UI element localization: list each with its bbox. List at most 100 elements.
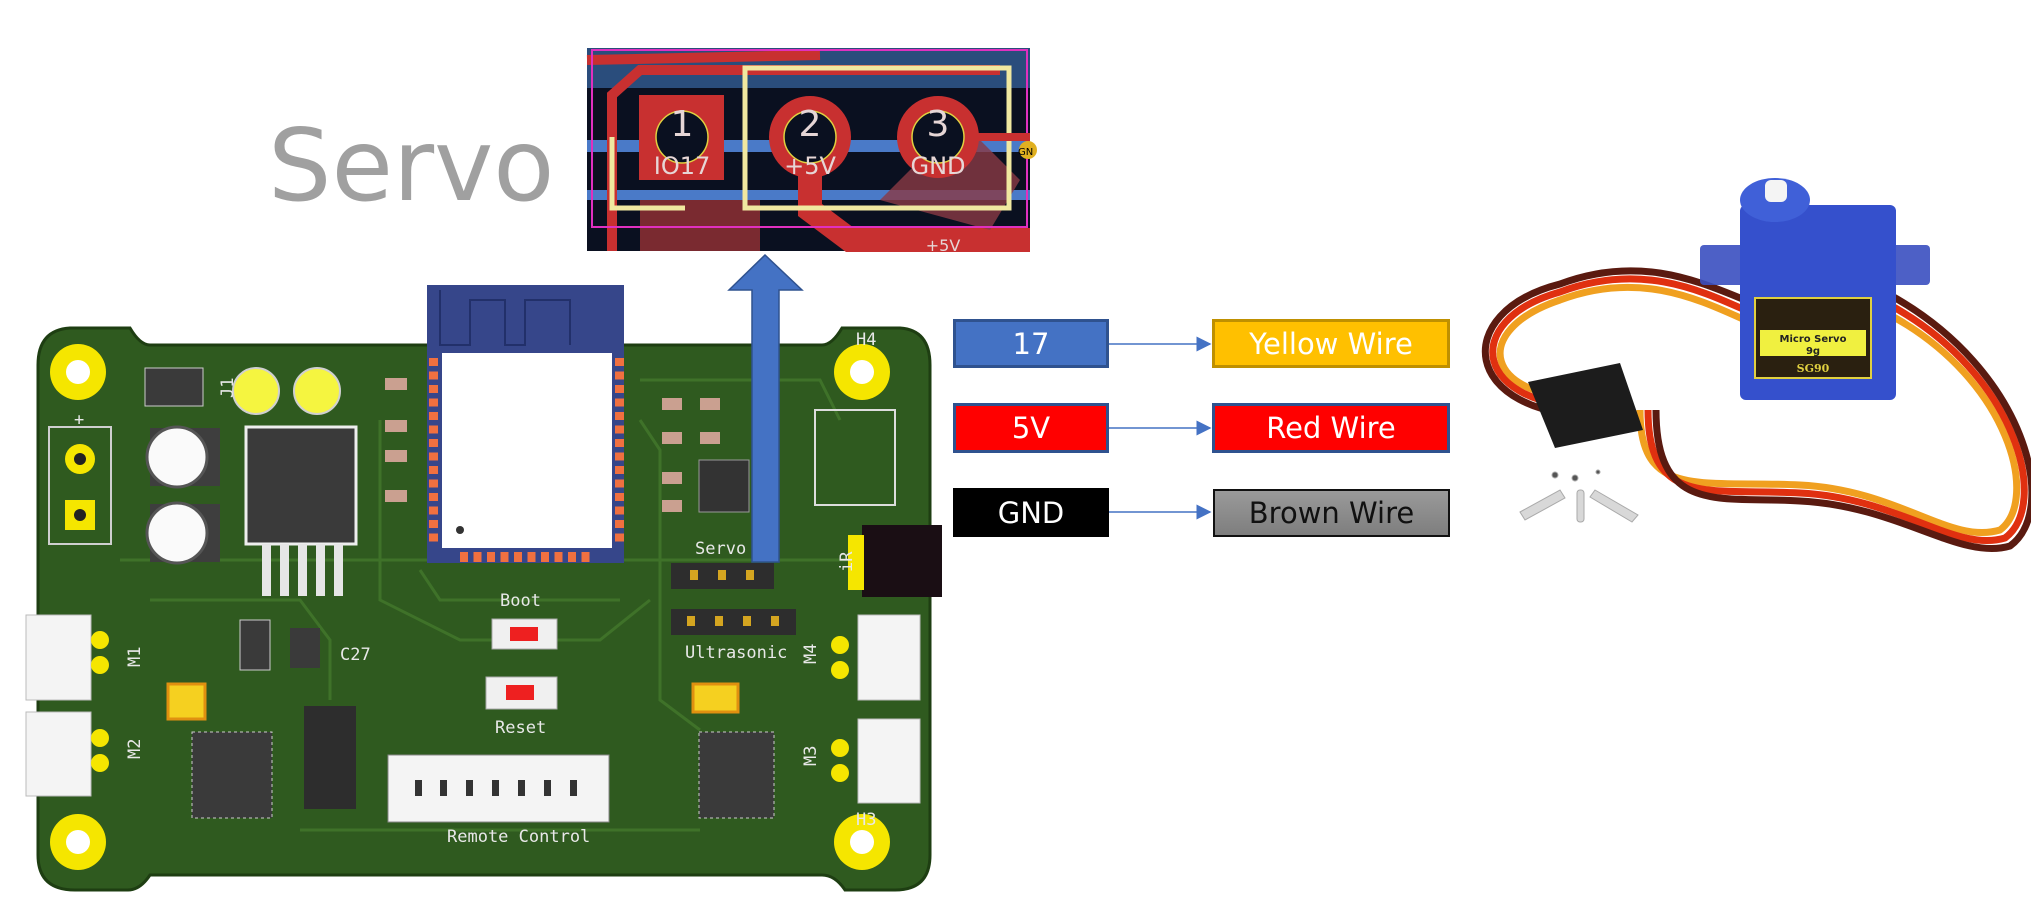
esp32-pin <box>429 425 438 434</box>
label-m3: M3 <box>801 746 821 766</box>
mounting-hole-drill <box>66 830 90 854</box>
pad-2-hole <box>783 110 837 164</box>
esp32-pin <box>500 552 509 562</box>
esp32-pin <box>473 552 482 562</box>
ultrasonic-header-pins <box>687 616 779 626</box>
pin-box-5v-label: 5V <box>1011 411 1051 445</box>
qfn-chip <box>698 459 750 513</box>
esp32-pin <box>541 552 549 562</box>
servo-wire-yellow <box>1496 283 1747 404</box>
pad-drill <box>74 509 86 521</box>
motor-connector-m4 <box>857 614 921 701</box>
esp32-shield-can <box>442 353 612 548</box>
electrolytic-capacitor <box>145 425 209 489</box>
label-servo: Servo <box>695 539 746 559</box>
pin-2-signal: +5V <box>784 152 836 180</box>
esp32-pin <box>568 552 576 562</box>
esp32-pin <box>429 533 438 542</box>
esp32-pin <box>429 452 438 461</box>
wire-box-red-label: Red Wire <box>1266 411 1396 445</box>
usb-connector <box>814 409 896 506</box>
esp32-pin <box>429 439 438 447</box>
pin-2-number: 2 <box>799 104 822 145</box>
tantalum-capacitor <box>166 682 207 721</box>
servo-label-yellow <box>1760 330 1866 356</box>
motor-connector-m1 <box>25 614 92 701</box>
power-terminal-outline <box>48 426 112 545</box>
esp32-pin <box>615 358 624 366</box>
smd-resistors <box>385 378 720 512</box>
voltage-regulator <box>244 425 358 546</box>
esp32-pin <box>615 452 624 461</box>
esp32-pin <box>615 385 624 393</box>
pin-box-17: 17 <box>953 319 1109 368</box>
esp32-pin <box>615 479 624 488</box>
pin-header-2x4 <box>304 706 356 809</box>
servo-header-pins <box>690 570 754 580</box>
label-remote-control: Remote Control <box>447 827 590 847</box>
label-plus: + <box>74 410 84 430</box>
mounting-holes <box>50 344 890 870</box>
esp32-pin <box>429 506 438 515</box>
esp32-pin <box>615 425 624 434</box>
inset-red-trace <box>798 175 1030 252</box>
motor-connector-pads <box>91 631 849 782</box>
esp32-pin <box>615 439 624 447</box>
esp32-pin <box>527 552 536 562</box>
esp32-pin <box>615 493 624 501</box>
zoom-arrow-up <box>727 253 804 563</box>
label-m4: M4 <box>801 644 821 664</box>
servo-output-shaft <box>1765 180 1787 202</box>
motor-driver-ic-left <box>191 731 273 819</box>
j1-pad <box>293 367 341 415</box>
mounting-hole-drill <box>850 360 874 384</box>
wire-box-yellow-label: Yellow Wire <box>1249 326 1413 361</box>
esp32-pin <box>460 552 468 562</box>
diode <box>144 367 204 407</box>
label-m2: M2 <box>125 739 145 759</box>
boot-button-cap[interactable] <box>510 627 538 641</box>
mounting-hole-drill <box>850 830 874 854</box>
pin-box-17-label: 17 <box>1012 326 1050 361</box>
servo-model-label: SG90 <box>1797 362 1830 375</box>
wire-box-brown: Brown Wire <box>1213 489 1450 537</box>
servo-wire-red-loop <box>1644 301 2028 545</box>
pin-box-gnd: GND <box>953 488 1109 537</box>
label-h3: H3 <box>856 810 876 830</box>
pad-3-hole <box>911 110 965 164</box>
esp32-pin <box>514 552 522 562</box>
label-j1: J1 <box>218 378 238 398</box>
label-h4: H4 <box>856 330 876 350</box>
esp32-pin <box>615 533 624 542</box>
esp32-pin <box>429 412 438 420</box>
label-c27: C27 <box>340 645 371 665</box>
esp32-pin <box>429 479 438 488</box>
esp32-pin <box>429 493 438 501</box>
wire-box-brown-label: Brown Wire <box>1248 496 1415 530</box>
label-boot: Boot <box>500 591 541 611</box>
inset-silkscreen-pin1-mark <box>609 137 685 211</box>
esp32-pin <box>429 520 438 528</box>
wire-box-red: Red Wire <box>1212 403 1450 453</box>
esp32-pin <box>429 385 438 393</box>
pad-1-hole <box>655 110 709 164</box>
servo-wire-yellow-loop <box>1636 311 2021 537</box>
esp32-pin <box>554 552 563 562</box>
esp32-pin <box>615 398 624 407</box>
ir-pads <box>848 535 864 590</box>
esp32-pin <box>487 552 495 562</box>
remote-connector-pins <box>415 780 577 796</box>
label-reset: Reset <box>495 718 546 738</box>
reset-button-cap[interactable] <box>506 685 534 700</box>
motor-driver-ic-right <box>698 731 775 819</box>
ir-receiver <box>862 525 942 597</box>
pad-2-ring <box>769 96 851 178</box>
esp32-pin <box>615 412 624 420</box>
servo-label-line1: Micro Servo <box>1780 334 1847 345</box>
inset-red-trace <box>586 50 821 65</box>
pin-3-number: 3 <box>927 104 950 145</box>
motor-connector-m3 <box>857 718 921 804</box>
wire-box-yellow: Yellow Wire <box>1212 319 1450 368</box>
pin-box-gnd-label: GND <box>997 495 1065 530</box>
